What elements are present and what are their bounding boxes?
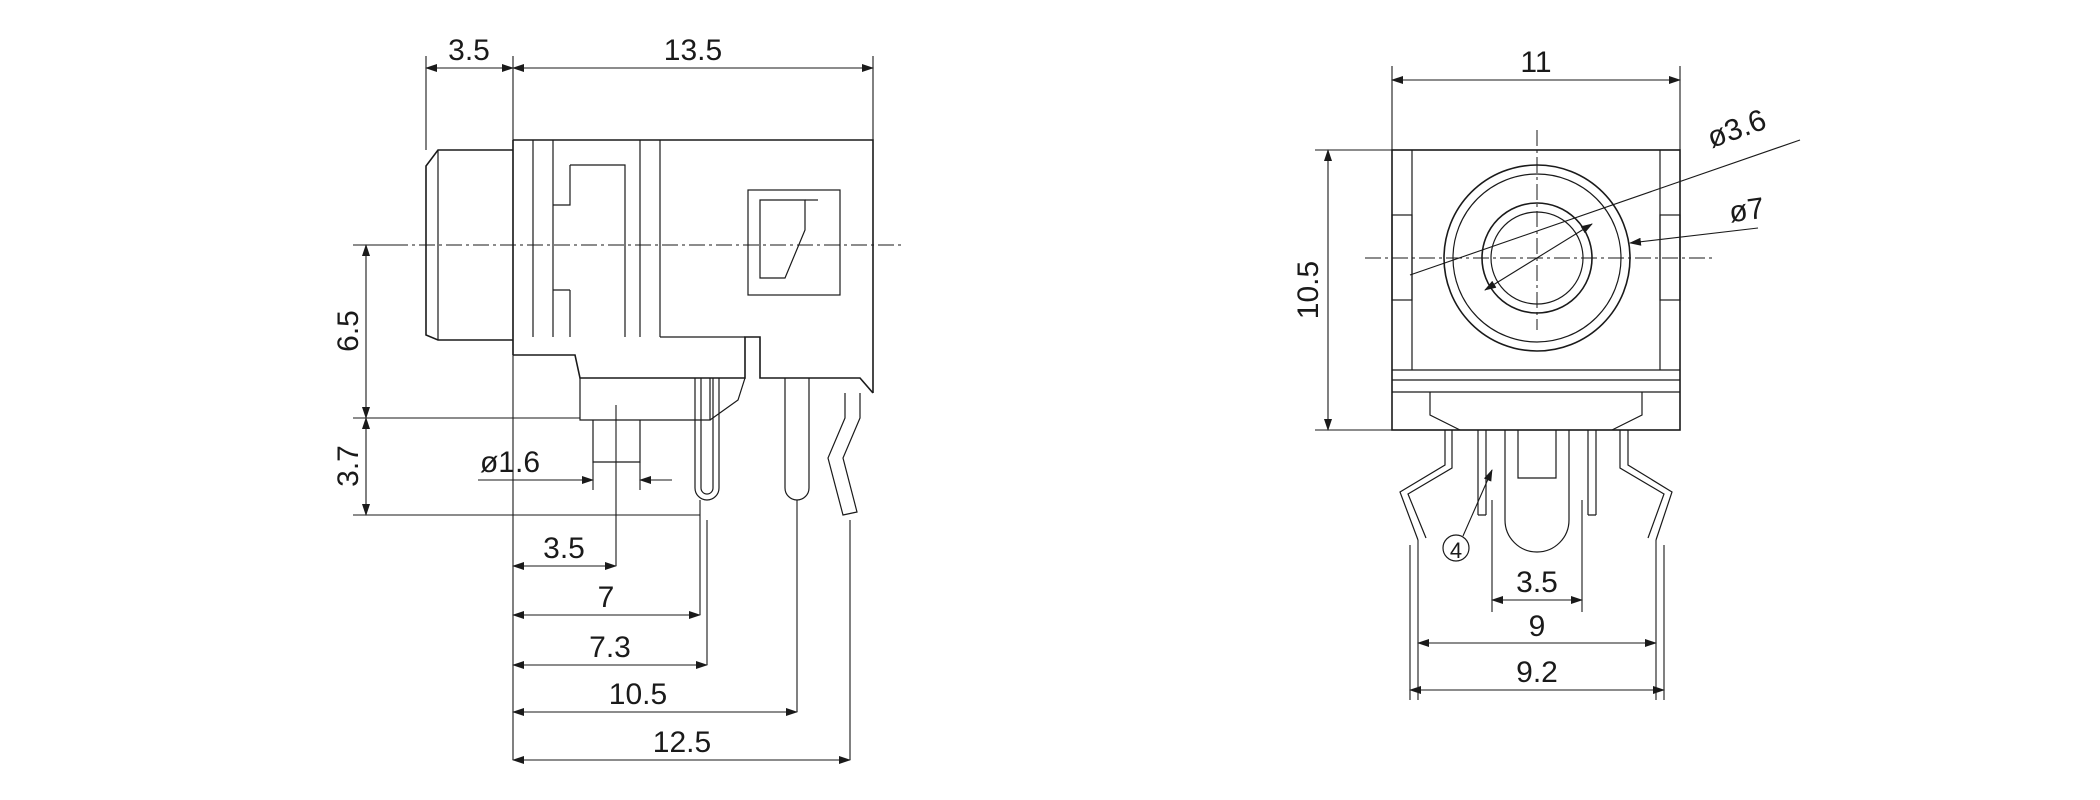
front-view-dimension-labels: 11 10.5 ø3.6 ø7 3.5 9 9.2 [1292, 46, 1771, 689]
dim-front-height: 10.5 [1292, 261, 1325, 319]
dim-front-width-top: 11 [1520, 46, 1551, 79]
callout-circle [1442, 534, 1470, 562]
front-view-pins [1399, 430, 1673, 553]
dim-side-pin4: 10.5 [609, 678, 667, 711]
front-view-dimension-lines [1324, 76, 1681, 694]
dim-front-pin-gap: 3.5 [1516, 566, 1558, 599]
dim-side-vertical-upper: 6.5 [332, 310, 365, 352]
dim-side-vertical-lower: 3.7 [332, 445, 365, 487]
dim-front-outer-diameter: ø7 [1727, 192, 1766, 230]
front-view: 4 11 [1292, 46, 1801, 700]
dim-side-pin2: 7 [598, 581, 615, 614]
side-view-extension-lines [353, 56, 874, 760]
side-view-dimension-labels: 3.5 13.5 6.5 3.7 ø1.6 3.5 7 7.3 10.5 12.… [332, 34, 722, 759]
side-view-body [425, 139, 874, 421]
front-view-callout: 4 [1442, 469, 1493, 563]
dim-side-pin5: 12.5 [653, 726, 711, 759]
dim-front-inner-diameter: ø3.6 [1703, 103, 1771, 155]
dim-side-pin-diameter: ø1.6 [480, 446, 540, 479]
front-view-body [1391, 149, 1681, 431]
dim-front-pin-span: 9 [1529, 610, 1546, 643]
side-view-pins [592, 378, 861, 516]
dim-side-top-left: 3.5 [448, 34, 490, 67]
dim-side-pin3: 7.3 [589, 631, 631, 664]
dim-side-top-total: 13.5 [664, 34, 722, 67]
side-view: 3.5 13.5 6.5 3.7 ø1.6 3.5 7 7.3 10.5 12.… [332, 34, 905, 764]
front-view-diameter-leaders [1409, 139, 1801, 291]
side-view-dimension-lines [362, 64, 874, 764]
dim-side-pin1: 3.5 [543, 532, 585, 565]
dim-front-overall-span: 9.2 [1516, 656, 1558, 689]
front-view-extension-lines [1315, 66, 1681, 700]
callout-label: 4 [1450, 538, 1462, 563]
